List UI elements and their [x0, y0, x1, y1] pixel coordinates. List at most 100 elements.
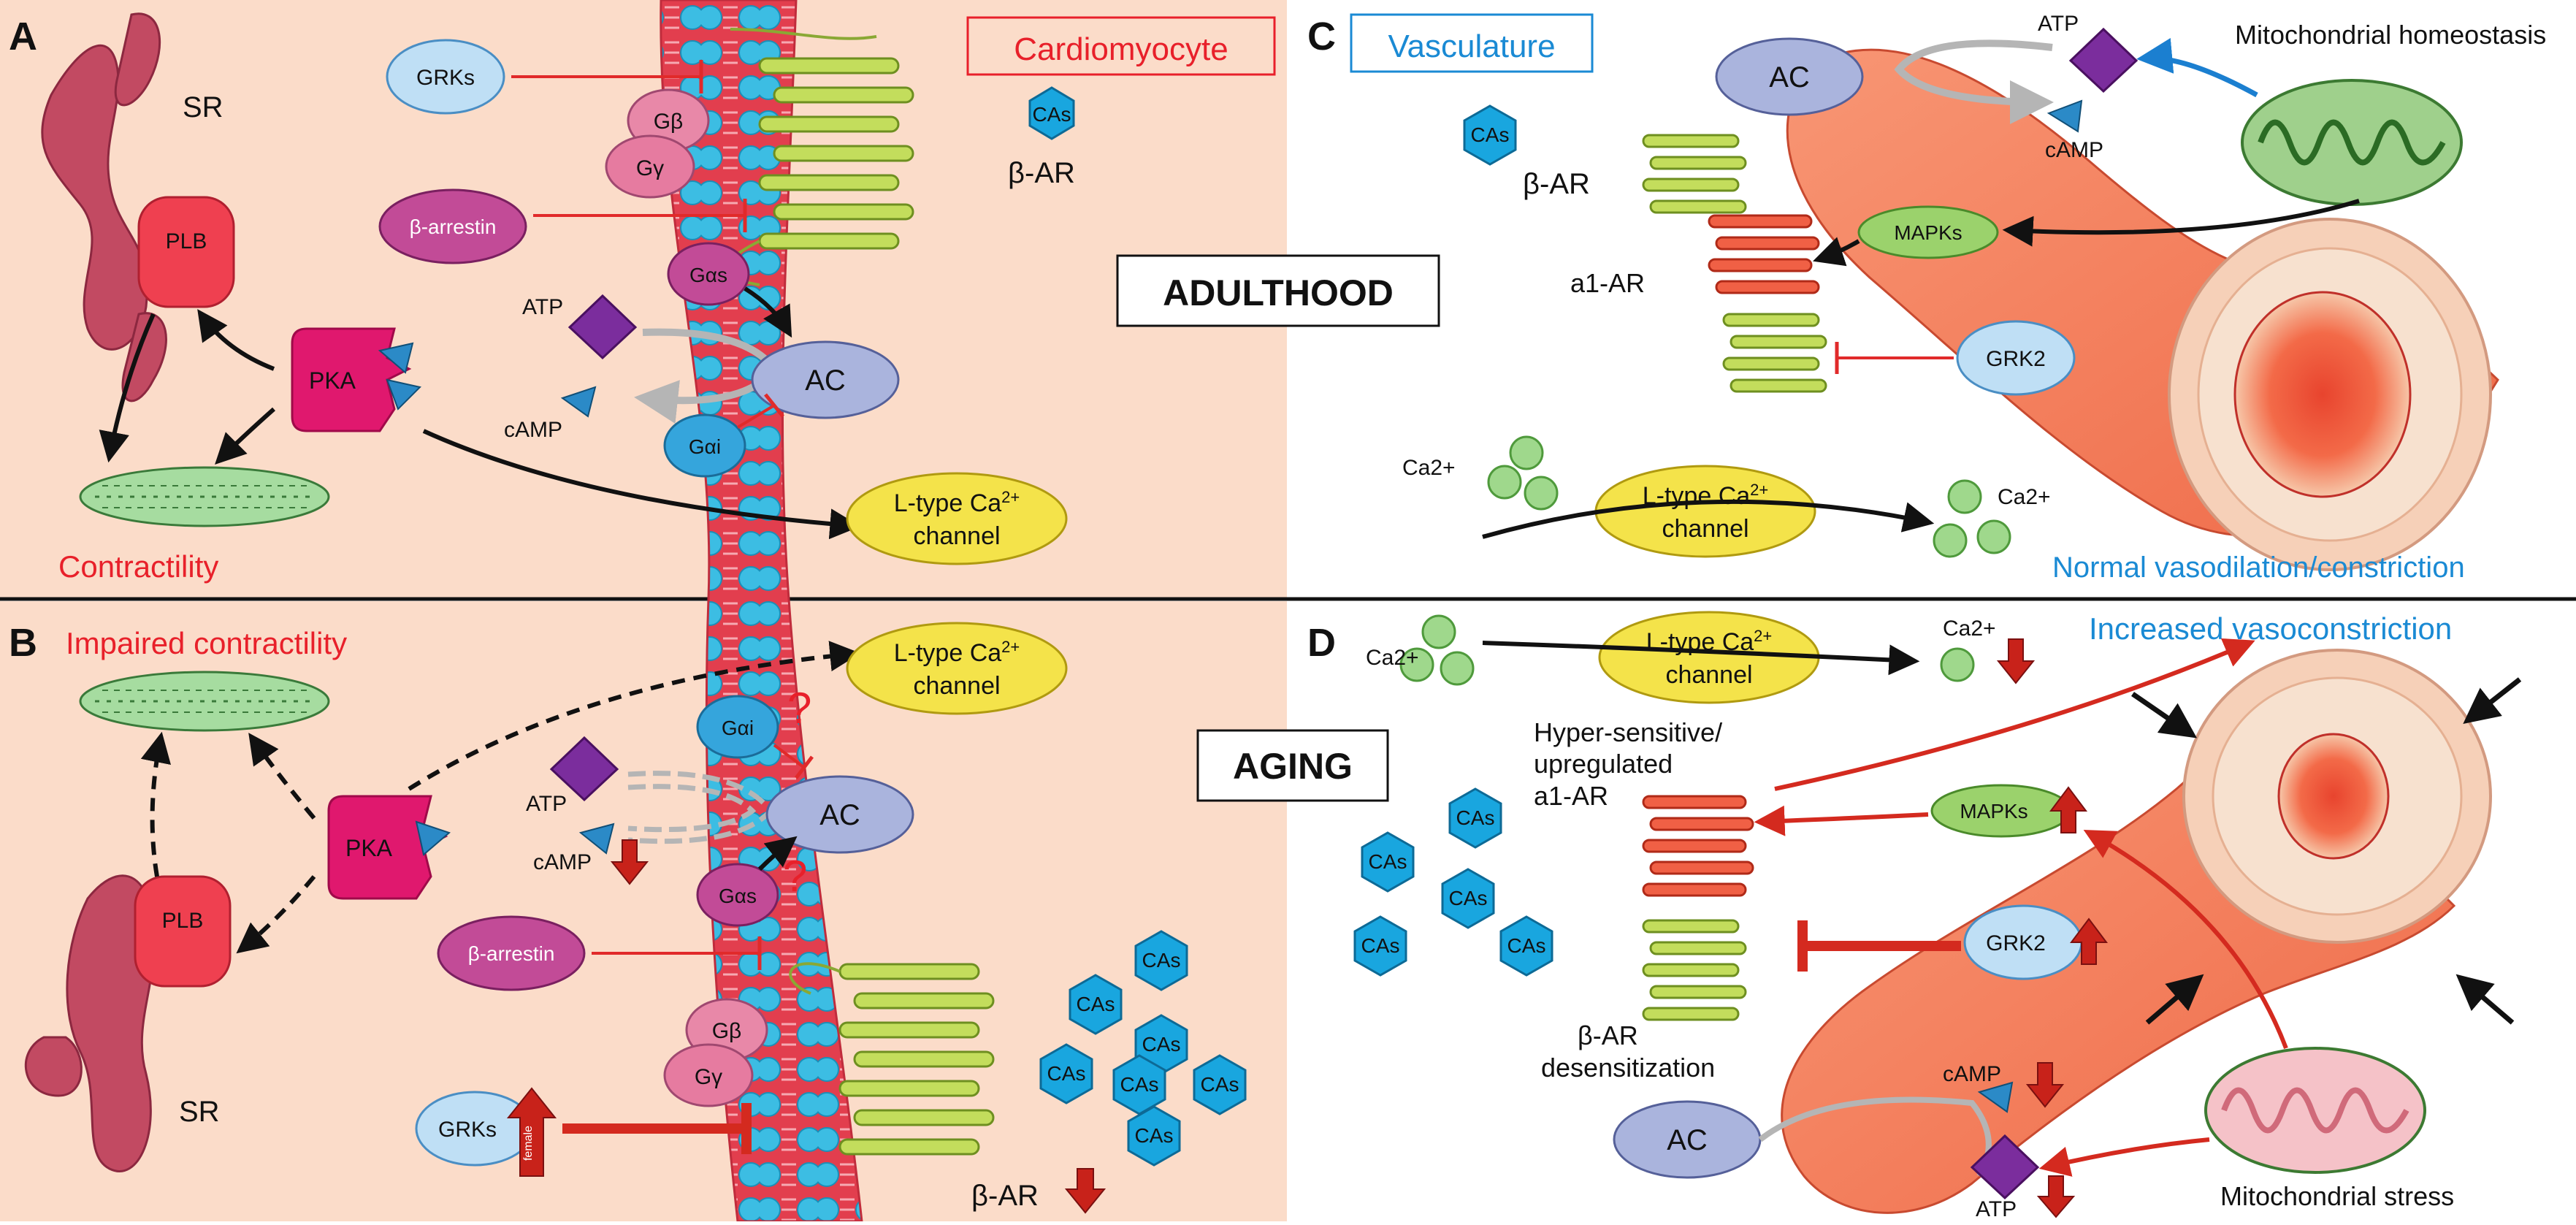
arrow-ca-through-c	[1482, 499, 1935, 539]
ca-ions-c-right	[1933, 479, 2011, 558]
arrow-pka-to-fiber	[215, 407, 275, 465]
plb-label-b: PLB	[162, 909, 204, 933]
plb-label-a: PLB	[166, 229, 207, 253]
adulthood-box	[1116, 254, 1440, 327]
cas-label-d4: CAs	[1361, 934, 1400, 957]
ac-label-d: AC	[1667, 1124, 1708, 1156]
dashed-pka-to-ltype	[408, 641, 861, 791]
atp-diamond-c	[2068, 27, 2139, 94]
a1-ar-receptor-c	[1708, 214, 1820, 294]
grk2-shape-c	[1956, 320, 2076, 396]
mitochondrion-c	[2241, 79, 2463, 206]
camp-triangle-c	[2046, 99, 2083, 133]
b-ar-label-b: β-AR	[971, 1180, 1039, 1212]
cas-label-b3: CAs	[1142, 1033, 1181, 1056]
vessel-lumen-d	[2277, 733, 2390, 860]
atp-label-a: ATP	[522, 295, 563, 319]
grks-label-b: GRKs	[438, 1118, 497, 1142]
gb-label-a: Gβ	[654, 110, 684, 134]
grks-shape-a	[386, 39, 505, 115]
cas-label-b2: CAs	[1077, 993, 1115, 1015]
pka-label-b: PKA	[345, 835, 393, 861]
ltype-channel-c	[1594, 465, 1816, 558]
mito-stress-label: Mitochondrial stress	[2220, 1181, 2454, 1211]
camp-on-pka-2	[386, 378, 421, 411]
cardiomyocyte-title: Cardiomyocyte	[1014, 31, 1228, 67]
grk2-label-d: GRK2	[1986, 931, 2046, 955]
down-arrow-atp-d	[2036, 1175, 2076, 1218]
ltype-text-b: L-type Ca	[894, 639, 1001, 667]
cas-hex-b7	[1127, 1105, 1181, 1167]
ltype-text-a: L-type Ca	[894, 489, 1001, 517]
b-ar-label-a: β-AR	[1008, 157, 1075, 189]
arrow-atp-cycle-d	[1758, 1096, 1992, 1178]
arrow-ca-through-d	[1482, 641, 1920, 676]
mapks-label-c: MAPKs	[1894, 221, 1962, 244]
grk2-label-c: GRK2	[1986, 347, 2046, 371]
atp-diamond-b	[549, 736, 619, 802]
contractile-fiber-a	[79, 466, 330, 527]
sr-label-a: SR	[183, 91, 223, 123]
up-arrow-mapks-d	[2049, 786, 2087, 833]
dashed-plb-to-fiber	[140, 731, 172, 877]
cas-hex-d2	[1361, 831, 1415, 893]
ltype-sup-d: 2+	[1754, 627, 1772, 645]
camp-on-pka-1	[378, 342, 414, 374]
down-arrow-camp-b	[610, 839, 649, 885]
cas-hex-b1	[1134, 930, 1188, 991]
cas-label-d5: CAs	[1507, 934, 1546, 957]
mitochondrion-d	[2204, 1047, 2426, 1174]
cas-label-b5: CAs	[1120, 1073, 1159, 1096]
gai-shape-b	[696, 695, 779, 759]
arrow-pka-to-plb	[197, 309, 275, 371]
ltype-channel-d	[1598, 611, 1820, 704]
aging-label: AGING	[1233, 746, 1353, 787]
red-arrow-a1-to-increased	[1774, 638, 2255, 791]
red-arrow-mito-to-mapks	[2083, 829, 2288, 1050]
down-arrow-camp-d	[2025, 1062, 2065, 1108]
down-arrow-bar-b	[1064, 1168, 1107, 1214]
inhibit-bar-gai-b	[795, 755, 814, 779]
pka-shape-a	[291, 327, 412, 432]
b-ar-receptor-c	[1642, 134, 1747, 214]
arrow-gas-to-ac	[744, 286, 792, 338]
cas-hex-d1	[1448, 787, 1502, 849]
cas-hex-c	[1463, 104, 1517, 166]
arrow-mito-to-atp	[2136, 38, 2258, 98]
dashed-atp-cycle-b-inner	[627, 784, 757, 833]
dashed-pka-to-sr	[236, 875, 316, 954]
constrict-arrow-3	[2145, 974, 2204, 1025]
a1-ar-label-c: a1-AR	[1570, 268, 1645, 298]
cas-hex-d4	[1353, 915, 1407, 977]
ltype-channel-word-c: channel	[1662, 515, 1748, 543]
cas-label-b1: CAs	[1142, 949, 1181, 972]
hyper-sensitive-line2: upregulated	[1534, 749, 1673, 779]
gy-shape-b	[663, 1043, 754, 1107]
cas-hex-d5	[1499, 915, 1553, 977]
cas-label-b6: CAs	[1201, 1073, 1239, 1096]
ca-ion-d-right	[1940, 647, 1975, 682]
inhibit-bar-gai-a	[764, 393, 784, 418]
inhibit-gai-b	[773, 744, 805, 768]
b-arrestin-shape-b	[437, 915, 586, 991]
b-ar-label-c: β-AR	[1523, 168, 1590, 200]
b-ar-receptor-c2	[1722, 313, 1827, 393]
atp-diamond-a	[567, 294, 638, 360]
gas-shape-b	[696, 863, 779, 927]
grks-label-a: GRKs	[416, 66, 475, 90]
arrow-mapks-to-a1-c	[1813, 237, 1860, 267]
gas-label-a: Gαs	[689, 264, 727, 286]
ac-shape-b	[765, 775, 914, 854]
red-arrow-mito-to-atp	[2038, 1137, 2210, 1177]
camp-label-a: cAMP	[504, 418, 562, 442]
b-ar-receptor-a	[725, 28, 914, 286]
mapks-shape-c	[1857, 205, 1999, 259]
sr-organelle-a	[41, 12, 167, 402]
ac-shape-c	[1715, 37, 1864, 116]
camp-triangle-a	[560, 386, 597, 418]
panel-c-letter: C	[1307, 15, 1336, 58]
ca-label-c-left: Ca2+	[1402, 456, 1456, 480]
cas-hex-d3	[1441, 868, 1495, 929]
female-label-b: female	[522, 1126, 535, 1161]
